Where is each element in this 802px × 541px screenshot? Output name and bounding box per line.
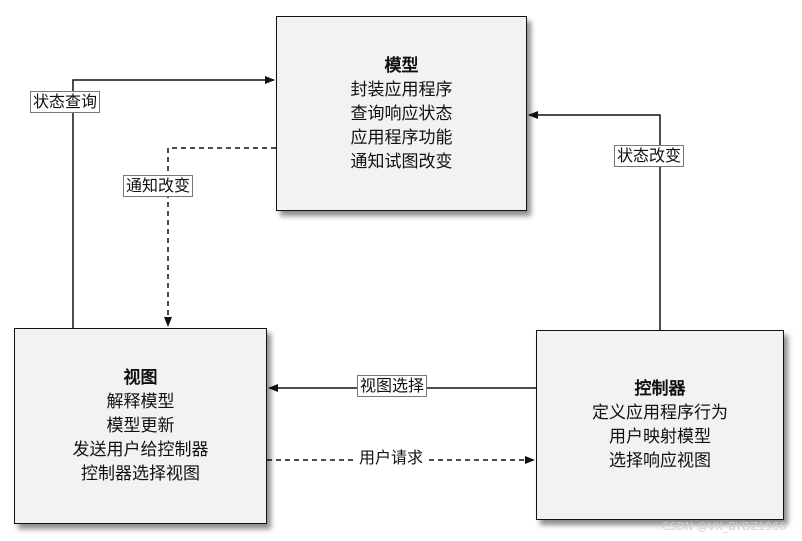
- status-change-label: 状态改变: [614, 145, 685, 167]
- controller-box: 控制器 定义应用程序行为 用户映射模型 选择响应视图: [536, 330, 784, 520]
- view-title: 视图: [123, 368, 158, 388]
- model-line: 封装应用程序: [350, 79, 453, 100]
- controller-line: 用户映射模型: [609, 427, 711, 447]
- view-line: 控制器选择视图: [81, 464, 200, 484]
- notify-change-label: 通知改变: [123, 175, 194, 197]
- view-select-label: 视图选择: [357, 375, 428, 397]
- user-request-label: 用户请求: [356, 447, 427, 469]
- controller-line: 选择响应视图: [609, 451, 711, 471]
- model-line: 通知试图改变: [350, 151, 453, 172]
- model-box: 模型 封装应用程序 查询响应状态 应用程序功能 通知试图改变: [276, 16, 527, 211]
- watermark: CSDN @VX_BYDZ1966: [661, 520, 786, 533]
- controller-title: 控制器: [634, 379, 686, 399]
- status-query-arrow: [72, 76, 275, 328]
- status-change-arrow: [528, 111, 661, 330]
- status-query-label: 状态查询: [30, 91, 101, 113]
- view-line: 模型更新: [106, 416, 175, 436]
- controller-line: 定义应用程序行为: [592, 403, 728, 423]
- notify-change-arrow: [164, 147, 276, 327]
- view-box: 视图 解释模型 模型更新 发送用户给控制器 控制器选择视图: [14, 328, 267, 524]
- view-line: 解释模型: [106, 392, 175, 412]
- model-line: 应用程序功能: [350, 127, 453, 148]
- view-line: 发送用户给控制器: [72, 440, 209, 460]
- model-title: 模型: [384, 55, 419, 76]
- model-line: 查询响应状态: [350, 103, 453, 124]
